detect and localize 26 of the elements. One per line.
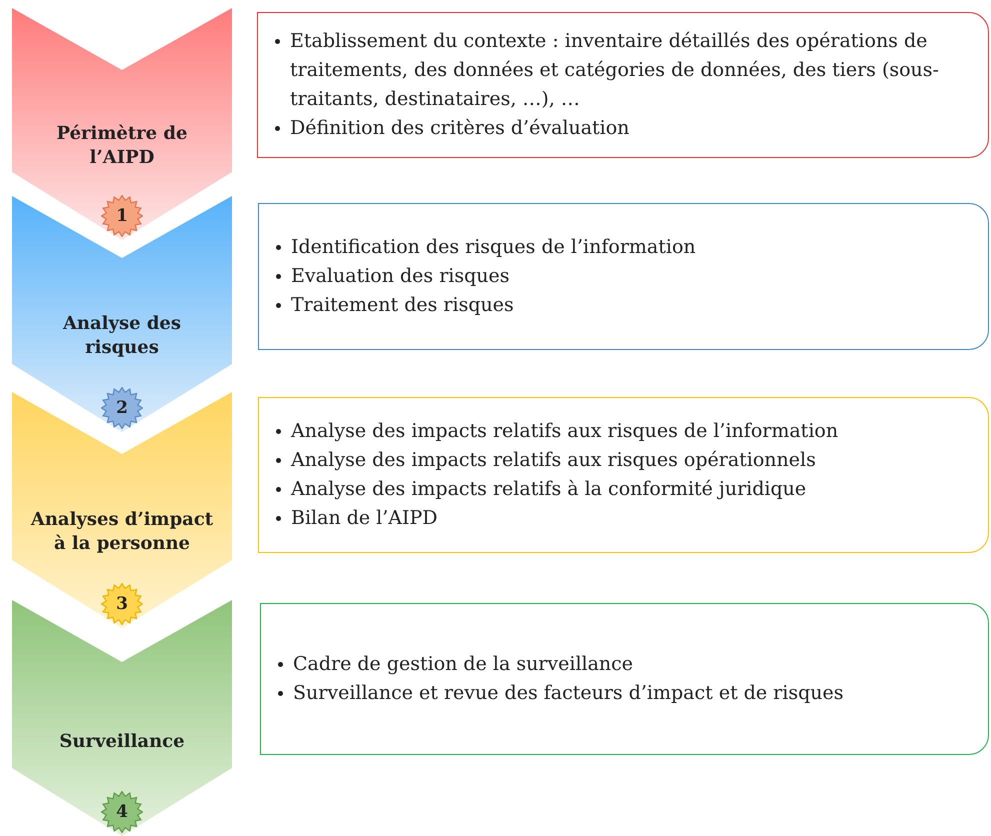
bullet-text: Analyse des impacts relatifs à la conformité juridique [291, 478, 806, 500]
bullet-text: Définition des critères d’évaluation [290, 117, 630, 139]
bullet-text: Cadre de gestion de la surveillance [293, 653, 634, 675]
chevron-step [12, 196, 232, 432]
bullet-text: Identification des risques de l’information [291, 236, 696, 258]
bullet-text: Traitement des risques [291, 294, 514, 316]
bullet-text: Etablissement du contexte : inventaire détaillés des opérations de traitements, des données et catégories de données, des tiers (sous-traitants, destinataires, …), … [290, 30, 939, 110]
bullet-text: Surveillance et revue des facteurs d’impact et de risques [293, 682, 844, 704]
bullet-text: Analyse des impacts relatifs aux risques de l’information [291, 420, 838, 442]
text-panel [260, 603, 989, 755]
step-number-badge: 2 [101, 387, 143, 429]
text-panel [258, 397, 989, 553]
bullet-text: Bilan de l’AIPD [291, 507, 438, 529]
bullet-text: Analyse des impacts relatifs aux risques opérationnels [291, 449, 816, 471]
step-title: Périmètre de l’AIPD [56, 122, 188, 170]
chevron-step [12, 392, 232, 628]
step-title: Analyse des risques [62, 312, 182, 360]
step-title: Analyses d’impact à la personne [30, 508, 214, 556]
bullet-text: Evaluation des risques [291, 265, 510, 287]
text-panel [257, 12, 989, 158]
text-panel [258, 203, 989, 350]
step-title: Surveillance [58, 730, 186, 754]
step-number-badge: 3 [101, 583, 143, 625]
step-number-badge: 1 [101, 195, 143, 237]
step-number-badge: 4 [101, 791, 143, 833]
chevron-step [12, 8, 232, 240]
